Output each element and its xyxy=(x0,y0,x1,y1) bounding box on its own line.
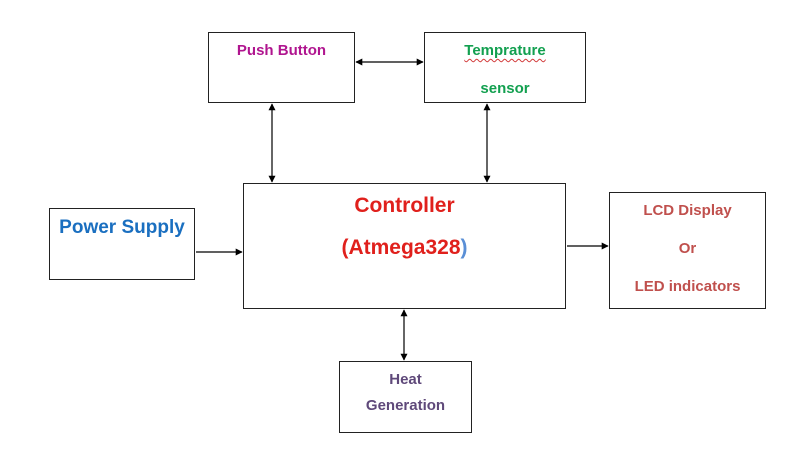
controller-label: Controller xyxy=(354,194,455,217)
controller-block: Controller (Atmega328) xyxy=(243,183,566,309)
controller-model-label: (Atmega328) xyxy=(244,236,565,260)
display-label-line2: Or xyxy=(678,240,697,257)
push-button-block: Push Button xyxy=(208,32,355,103)
temperature-sensor-label-line2: sensor xyxy=(480,80,530,97)
temperature-sensor-label-line1: Temprature xyxy=(464,42,546,59)
display-output-block: LCD Display Or LED indicators xyxy=(609,192,766,309)
power-supply-label: Power Supply xyxy=(59,217,185,238)
heat-generation-label-line2: Generation xyxy=(365,397,446,414)
heat-generation-block: Heat Generation xyxy=(339,361,472,433)
controller-model-close-paren: ) xyxy=(460,236,468,259)
power-supply-block: Power Supply xyxy=(49,208,195,280)
push-button-label: Push Button xyxy=(236,42,327,59)
display-label-line1: LCD Display xyxy=(643,202,732,219)
heat-generation-label-line1: Heat xyxy=(389,371,422,388)
controller-model-text: (Atmega328 xyxy=(341,236,461,259)
temperature-sensor-block: Temprature sensor xyxy=(424,32,586,103)
display-label-line3: LED indicators xyxy=(634,278,741,295)
